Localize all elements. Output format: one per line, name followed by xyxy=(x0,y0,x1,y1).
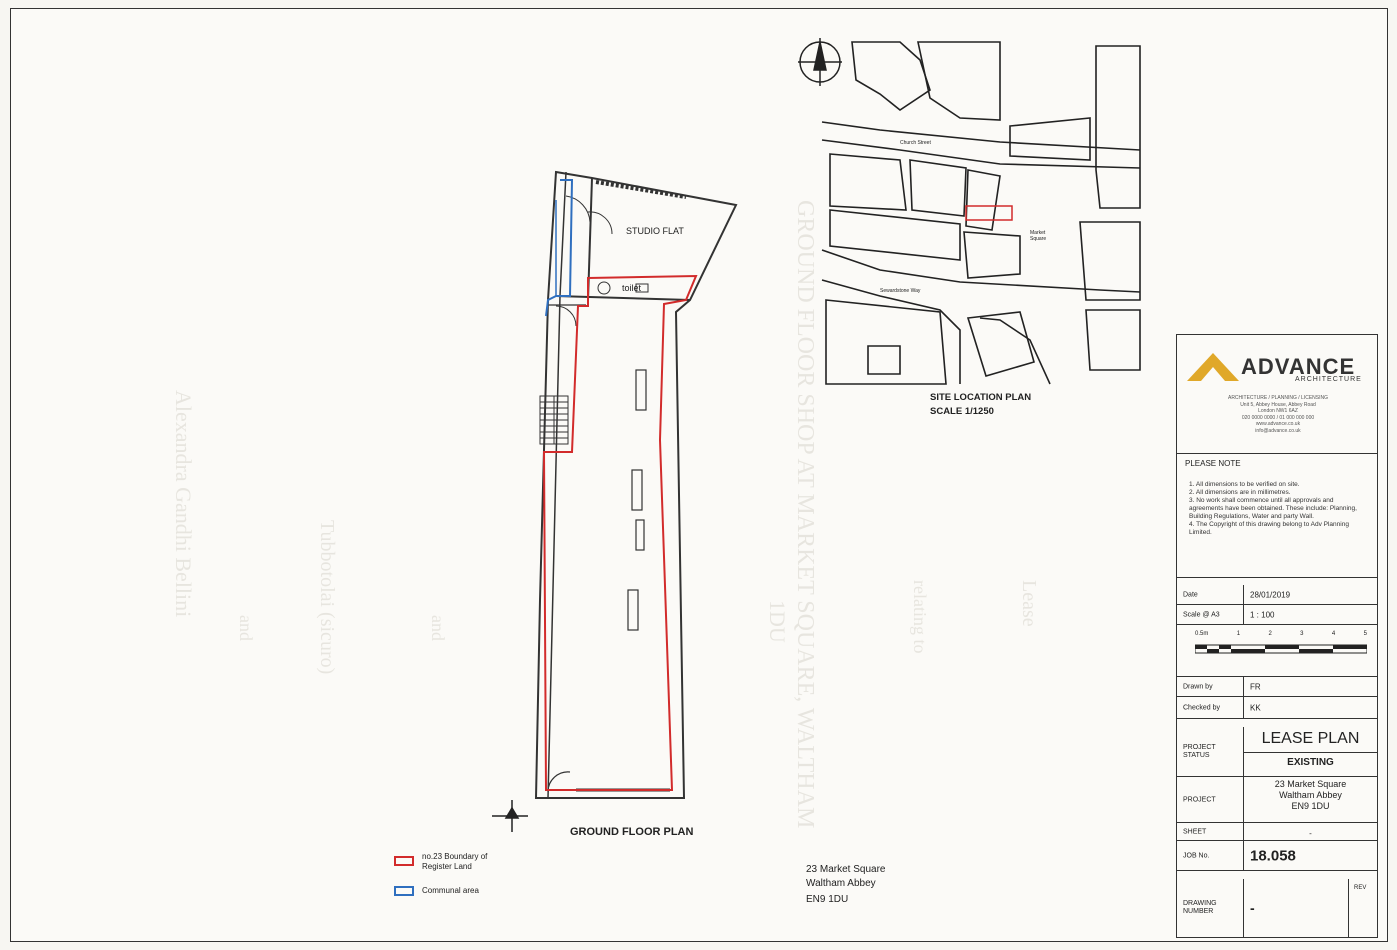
door-swing-3 xyxy=(555,305,577,327)
scale-bar-icon xyxy=(1195,644,1367,654)
project-line-1: 23 Market Square xyxy=(1274,779,1347,789)
notes-heading: PLEASE NOTE xyxy=(1185,459,1241,468)
door-swing-1 xyxy=(565,195,591,223)
site-location-plan xyxy=(821,40,1141,385)
notes-body: 1. All dimensions to be verified on site… xyxy=(1189,481,1357,536)
drawing-number-value: - xyxy=(1250,900,1255,916)
address-line-2: Waltham Abbey xyxy=(806,878,876,889)
legend-red-label-2: Register Land xyxy=(422,862,472,871)
job-row: JOB No. 18.058 xyxy=(1177,841,1377,871)
floor-plan-outline xyxy=(534,170,738,799)
notes-panel: PLEASE NOTE 1. All dimensions to be veri… xyxy=(1177,453,1377,578)
date-value: 28/01/2019 xyxy=(1250,590,1291,599)
checked-by-row: Checked by KK xyxy=(1177,697,1377,719)
logo-subtitle: ARCHITECTURE xyxy=(1295,376,1362,383)
ground-floor-plan-title: GROUND FLOOR PLAN xyxy=(570,826,694,838)
title-block: ADVANCE ARCHITECTURE ARCHITECTURE / PLAN… xyxy=(1176,334,1378,938)
scale-row: Scale @ A3 1 : 100 xyxy=(1177,605,1377,625)
project-row: PROJECT 23 Market Square Waltham Abbey E… xyxy=(1177,777,1377,823)
legend-red-swatch xyxy=(394,856,414,866)
project-line-2: Waltham Abbey xyxy=(1279,790,1342,800)
date-row: Date 28/01/2019 xyxy=(1177,585,1377,605)
communal-area-outline xyxy=(545,179,574,317)
door-swing-entrance xyxy=(547,771,571,793)
street-label-sewardstone: Sewardstone Way xyxy=(880,288,921,294)
address-line-1: 23 Market Square xyxy=(806,864,886,875)
studio-cross-wall xyxy=(555,295,691,301)
drawn-by-row: Drawn by FR xyxy=(1177,677,1377,697)
drawing-number-row: DRAWING NUMBER - REV xyxy=(1177,879,1377,937)
sheet-row: SHEET - xyxy=(1177,823,1377,841)
staircase xyxy=(539,395,569,445)
sheet-value: - xyxy=(1309,829,1312,838)
drawn-by-value: FR xyxy=(1250,682,1261,691)
street-label-church: Church Street xyxy=(900,140,931,146)
site-location-title: SITE LOCATION PLAN xyxy=(930,392,1032,403)
register-boundary-outline xyxy=(542,274,698,791)
logo-details: ARCHITECTURE / PLANNING / LICENSING Unit… xyxy=(1227,395,1328,434)
legend-red-label-1: no.23 Boundary of xyxy=(422,852,488,861)
legend-blue-swatch xyxy=(394,886,414,896)
north-arrow-site xyxy=(798,38,842,86)
ground-floor-plan xyxy=(534,170,738,799)
square-label: Market Square xyxy=(1030,230,1047,242)
checked-by-value: KK xyxy=(1250,703,1261,712)
company-logo-panel: ADVANCE ARCHITECTURE ARCHITECTURE / PLAN… xyxy=(1177,335,1377,454)
north-arrow-ground xyxy=(492,800,528,832)
site-plan-frame xyxy=(822,40,1140,384)
project-line-3: EN9 1DU xyxy=(1291,801,1330,811)
address-line-3: EN9 1DU xyxy=(806,894,849,905)
project-status-row: PROJECT STATUS LEASE PLAN EXISTING xyxy=(1177,727,1377,777)
scale-value: 1 : 100 xyxy=(1250,610,1275,619)
logo-name: ADVANCE xyxy=(1241,354,1356,379)
rev-label: REV xyxy=(1354,885,1367,891)
drawing-sheet xyxy=(10,8,1388,942)
site-location-scale: SCALE 1/1250 xyxy=(930,406,994,417)
status-value: EXISTING xyxy=(1287,757,1334,768)
drawing-title: LEASE PLAN xyxy=(1244,730,1377,753)
job-number: 18.058 xyxy=(1250,847,1296,864)
studio-flat-label: STUDIO FLAT xyxy=(626,226,684,236)
legend-blue-label: Communal area xyxy=(422,886,479,895)
toilet-label: toilet xyxy=(622,283,642,293)
door-swing-2 xyxy=(587,211,613,235)
advance-logo-icon xyxy=(1187,353,1239,381)
